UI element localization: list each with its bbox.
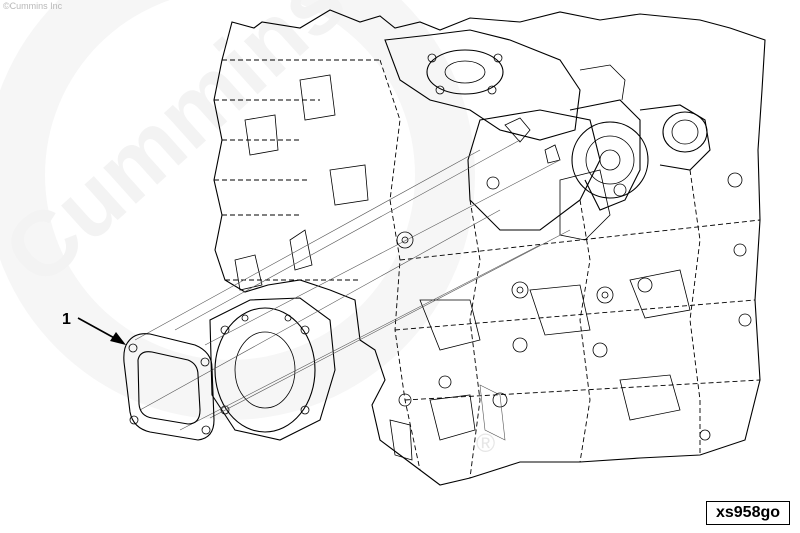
engine-block <box>213 9 766 486</box>
figure-id-label: xs958go <box>706 501 790 525</box>
cummins-watermark: Cummins ® <box>0 0 495 458</box>
turbocharger-gasket <box>123 333 215 441</box>
callout-label: 1 <box>62 311 71 328</box>
watermark-registered-mark: ® <box>476 428 495 458</box>
callout-1: 1 <box>62 311 126 345</box>
exhaust-outlet-flange <box>209 297 336 441</box>
callout-arrowhead <box>110 332 126 345</box>
turbocharger <box>384 29 711 241</box>
alignment-lines <box>134 139 571 431</box>
copyright-notice: ©Cummins Inc <box>3 1 63 11</box>
